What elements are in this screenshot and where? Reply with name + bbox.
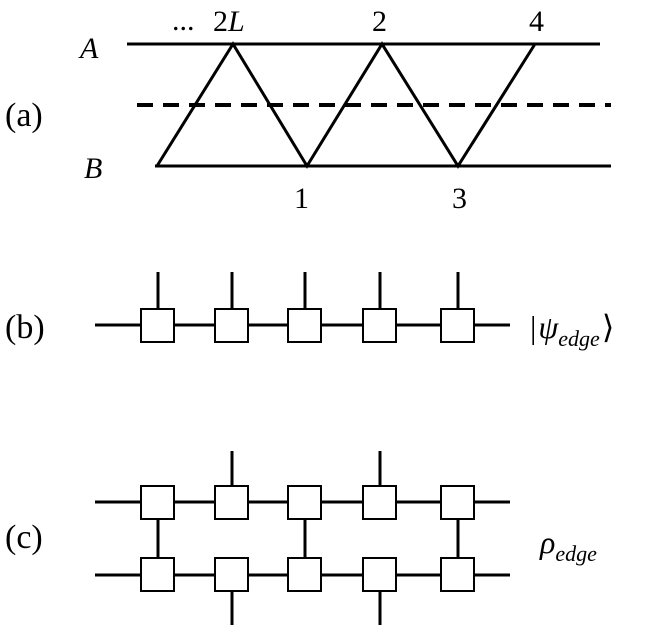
ket-tensor <box>140 485 175 520</box>
site-label-2L: 2L <box>213 5 245 38</box>
panel-b: (b) |ψedge⟩ <box>5 272 614 351</box>
site-label-4: 4 <box>529 5 544 38</box>
bra-tensor <box>362 557 397 592</box>
site-label-2: 2 <box>372 5 387 38</box>
panel-c-tag: (c) <box>5 519 43 556</box>
bra-tensor <box>287 557 322 592</box>
bra-tensor <box>140 557 175 592</box>
chain-b-label: B <box>84 152 102 185</box>
rho-edge-label: ρedge <box>539 524 597 566</box>
site-label-1: 1 <box>294 182 309 215</box>
mps-tensor <box>140 308 175 343</box>
ket-tensor <box>362 485 397 520</box>
ket-tensor <box>440 485 475 520</box>
mps-tensor <box>362 308 397 343</box>
site-label-3: 3 <box>452 182 467 215</box>
zigzag-bonds <box>155 41 537 169</box>
bra-tensor <box>440 557 475 592</box>
bra-tensor <box>214 557 249 592</box>
chain-a-label: A <box>78 32 99 65</box>
ket-tensor <box>214 485 249 520</box>
panel-a-tag: (a) <box>5 97 43 134</box>
mps-tensor <box>440 308 475 343</box>
panel-c: (c) ρedge <box>5 451 597 625</box>
ket-tensor <box>287 485 322 520</box>
panel-b-tag: (b) <box>5 309 45 346</box>
site-ellipsis: ... <box>172 4 195 37</box>
mps-tensor <box>214 308 249 343</box>
panel-a: (a) A B ... 2L 2 4 1 3 <box>5 4 611 215</box>
psi-edge-label: |ψedge⟩ <box>530 309 614 351</box>
mps-tensor <box>287 308 322 343</box>
